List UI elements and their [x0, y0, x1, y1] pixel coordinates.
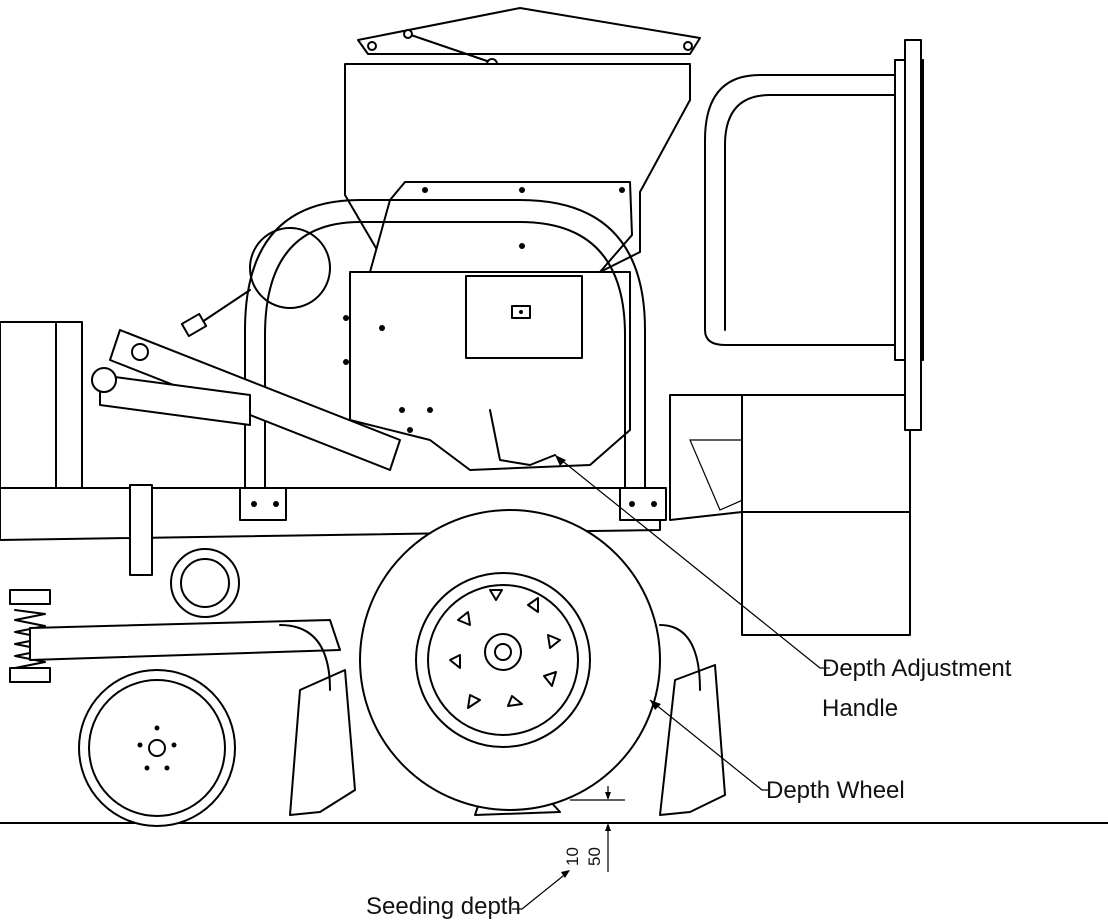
- depth-wheel: [359, 509, 661, 811]
- depth-dimension: 10 50: [563, 786, 625, 872]
- press-wheel: [78, 669, 236, 827]
- handrail: [704, 39, 924, 431]
- label-depth-adjustment-line2: Handle: [822, 695, 898, 722]
- seed-hopper: [344, 63, 691, 273]
- parallel-linkage: [91, 329, 401, 471]
- leader-depth-wheel: [649, 699, 768, 791]
- depth-adjustment-handle: [489, 409, 556, 466]
- label-depth-adjustment-line1: Depth Adjustment: [822, 655, 1012, 682]
- hopper-lid: [357, 7, 701, 70]
- dimension-max: 50: [585, 847, 604, 866]
- label-depth-wheel: Depth Wheel: [766, 777, 905, 804]
- metering-unit: [343, 271, 631, 471]
- leader-seeding-depth: [512, 871, 569, 910]
- dimension-min: 10: [563, 847, 582, 866]
- gauge: [180, 227, 331, 338]
- roll-bar: [244, 199, 646, 491]
- lower-arm: [29, 619, 341, 661]
- side-box: [741, 394, 911, 636]
- openers: [279, 624, 726, 816]
- label-seeding-depth: Seeding depth: [366, 893, 521, 920]
- leader-depth-adjustment: [554, 454, 830, 669]
